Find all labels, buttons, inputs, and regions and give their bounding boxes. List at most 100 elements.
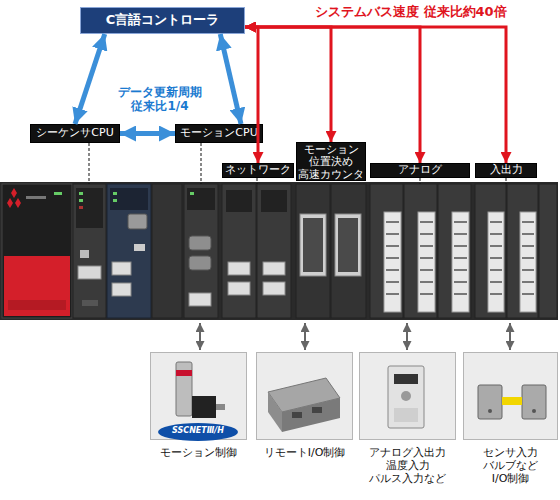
device-caption: センサ入力 バルブなど I/O制御	[465, 446, 557, 486]
motion-positioning-modules	[300, 214, 326, 276]
module-tag: 入出力	[475, 163, 537, 178]
photo-sensor	[478, 385, 546, 419]
io-modules	[488, 212, 504, 312]
node-label: モーションCPU	[180, 127, 257, 140]
node-label: ネットワーク	[225, 164, 291, 177]
c-controller-module	[113, 192, 117, 195]
c-controller-module	[113, 199, 117, 202]
update-cycle-note: データ更新周期 従来比1/4	[112, 85, 208, 114]
module-tag: ネットワーク	[222, 163, 294, 178]
analog-modules	[418, 212, 435, 312]
inverter	[394, 408, 418, 422]
remote-io-unit	[268, 378, 340, 432]
inverter	[394, 374, 418, 384]
analog-modules	[370, 184, 403, 318]
sequencer-cpu-module	[73, 184, 106, 318]
servo-motor	[158, 362, 238, 441]
io-modules	[475, 184, 557, 318]
inverter	[401, 391, 411, 401]
motion-cpu-module	[190, 192, 194, 195]
module-tag: モーション 位置決め 高速カウンタ	[296, 142, 366, 181]
io-modules	[475, 184, 506, 318]
leader-lines	[89, 143, 90, 184]
servo-motor	[158, 423, 238, 441]
sequencer-cpu-module	[78, 266, 101, 279]
c-controller-module	[128, 214, 147, 229]
analog-modules	[404, 184, 437, 318]
c-controller-module	[107, 184, 151, 318]
device-arrows	[509, 323, 511, 350]
inverter	[388, 366, 424, 428]
network-modules	[228, 282, 250, 295]
motion-cpu-module	[189, 236, 211, 250]
device-arrows	[304, 323, 306, 350]
sequencer-cpu-module	[79, 206, 83, 209]
inverter	[388, 366, 424, 428]
remote-io-unit	[312, 407, 322, 413]
analog-modules	[370, 184, 471, 318]
power-module	[15, 198, 21, 208]
photo-sensor	[488, 409, 492, 413]
c-controller-module	[112, 262, 131, 275]
servo-motor	[176, 362, 192, 416]
leader-lines	[420, 178, 421, 184]
device-arrows	[200, 323, 510, 350]
io-modules	[490, 222, 534, 294]
network-modules	[226, 190, 252, 212]
leader-lines	[506, 178, 507, 184]
power-module	[8, 300, 66, 310]
remote-io-unit	[268, 378, 340, 412]
bus-speed-note: システムバス速度 従来比約40倍	[315, 4, 507, 20]
sequencer-cpu-module	[79, 192, 83, 195]
analog-modules	[438, 184, 471, 318]
c-controller-module	[134, 244, 145, 251]
device-caption: リモートI/O制御	[259, 446, 351, 459]
sequencer-cpu-module	[82, 300, 98, 306]
photo-sensor	[532, 409, 536, 413]
motion-positioning-modules	[296, 184, 330, 318]
remote-io-unit	[282, 398, 340, 432]
system-bus-arrow	[245, 27, 258, 163]
network-modules	[228, 262, 250, 275]
cpu-box: シーケンサCPU	[30, 124, 120, 143]
blank-cover	[152, 184, 182, 318]
node-label: 入出力	[490, 164, 523, 177]
servo-motor	[176, 370, 192, 376]
servo-motor	[192, 396, 216, 418]
system-bus-arrow	[245, 27, 420, 163]
device-box: リモートI/O制御	[256, 352, 353, 440]
photo-sensor	[478, 385, 502, 419]
power-module	[7, 198, 13, 208]
data-cycle-arrow	[220, 34, 241, 124]
system-bus-arrow	[245, 27, 331, 142]
c-controller-module	[110, 188, 148, 210]
network-modules	[222, 184, 256, 318]
node-label: モーション 位置決め 高速カウンタ	[297, 143, 365, 179]
photo-sensor	[502, 397, 522, 405]
device-caption: アナログ入出力 温度入力 パルス入力など	[362, 446, 454, 486]
network-modules	[257, 184, 291, 318]
leader-lines	[89, 143, 506, 184]
power-module	[2, 184, 72, 318]
node-label: アナログ	[398, 164, 442, 177]
device-arrows	[199, 323, 201, 350]
remote-io-unit	[268, 392, 282, 432]
motion-cpu-module	[184, 184, 218, 318]
sequencer-cpu-module	[76, 188, 103, 228]
device-arrows	[406, 323, 408, 350]
cpu-box: モーションCPU	[175, 124, 263, 143]
device-box: モーション制御	[150, 352, 247, 440]
power-module	[11, 188, 17, 198]
c-controller-module	[107, 184, 151, 318]
io-modules	[520, 212, 536, 312]
motion-cpu-module	[187, 188, 215, 210]
network-modules	[261, 190, 287, 212]
motion-positioning-modules	[303, 218, 323, 272]
network-modules	[263, 262, 285, 275]
power-module	[54, 192, 62, 195]
blank-cover	[152, 184, 182, 318]
servo-motor	[216, 404, 225, 410]
controller-box: C言語コントローラ	[80, 7, 245, 34]
leader-lines	[257, 178, 258, 184]
node-label: シーケンサCPU	[36, 127, 113, 140]
